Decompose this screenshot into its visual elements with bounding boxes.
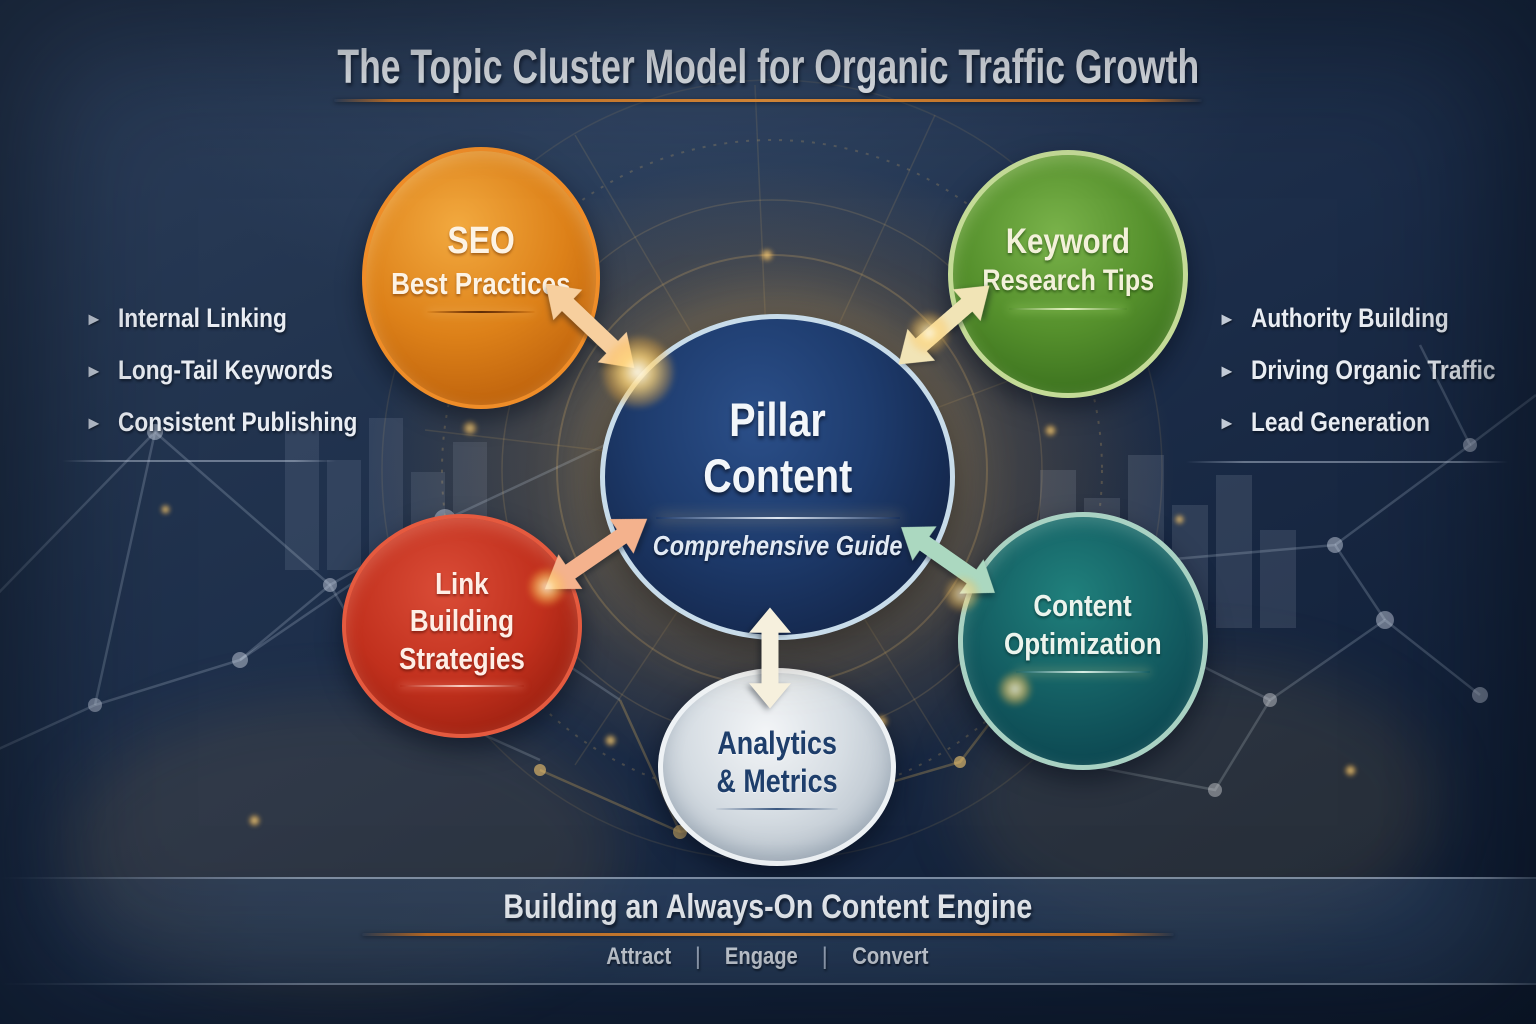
node-label: & Metrics bbox=[716, 763, 838, 799]
list-item: ► Authority Building bbox=[1218, 303, 1536, 334]
step-separator: | bbox=[694, 943, 701, 970]
bokeh-dot bbox=[760, 248, 774, 262]
node-label: Optimization bbox=[1004, 625, 1162, 661]
bokeh-dot bbox=[160, 504, 171, 515]
left-benefits-list: ► Internal Linking ► Long-Tail Keywords … bbox=[85, 303, 403, 438]
bokeh-dot bbox=[248, 814, 261, 827]
triangle-bullet-icon: ► bbox=[1218, 308, 1236, 329]
footer-heading-text: Building an Always-On Content Engine bbox=[503, 888, 1033, 926]
bar-chart-silhouette-left bbox=[285, 418, 487, 570]
node-label: Content bbox=[1033, 588, 1133, 624]
list-item: ► Lead Generation bbox=[1218, 407, 1536, 438]
link-building-strategies-node: Link Building Strategies bbox=[342, 514, 582, 738]
footer-steps: Attract | Engage | Convert bbox=[600, 943, 935, 971]
footer-orange-line bbox=[362, 933, 1174, 936]
double-arrow-link-pillar bbox=[544, 518, 648, 590]
node-underline bbox=[1009, 307, 1127, 310]
step-separator: | bbox=[821, 943, 828, 970]
left-divider-line bbox=[62, 460, 336, 462]
seo-best-practices-node: SEO Best Practices bbox=[362, 147, 600, 409]
title-underline bbox=[334, 99, 1202, 102]
list-item-label: Authority Building bbox=[1250, 303, 1449, 333]
triangle-bullet-icon: ► bbox=[85, 308, 103, 329]
page-title-text: The Topic Cluster Model for Organic Traf… bbox=[337, 41, 1199, 94]
triangle-bullet-icon: ► bbox=[85, 412, 103, 433]
node-label: Pillar bbox=[729, 392, 826, 446]
triangle-bullet-icon: ► bbox=[1218, 360, 1236, 381]
footer-step: Engage bbox=[724, 943, 798, 970]
band-edge-line bbox=[0, 877, 1536, 879]
list-item: ► Driving Organic Traffic bbox=[1218, 355, 1536, 386]
footer-step: Convert bbox=[852, 943, 929, 970]
node-label: Strategies bbox=[399, 640, 525, 676]
page-title: The Topic Cluster Model for Organic Traf… bbox=[0, 40, 1536, 95]
bokeh-dot bbox=[462, 420, 478, 436]
footer-band: Building an Always-On Content Engine Att… bbox=[0, 877, 1536, 985]
bokeh-dot bbox=[1344, 764, 1357, 777]
node-label: Keyword bbox=[1005, 221, 1131, 261]
node-label: SEO bbox=[447, 220, 515, 263]
node-underline bbox=[427, 310, 535, 313]
bokeh-dot bbox=[604, 734, 617, 747]
list-item-label: Long-Tail Keywords bbox=[117, 355, 333, 385]
list-item-label: Lead Generation bbox=[1250, 407, 1430, 437]
triangle-bullet-icon: ► bbox=[85, 360, 103, 381]
list-item: ► Consistent Publishing bbox=[85, 407, 403, 438]
band-edge-line bbox=[0, 983, 1536, 985]
keyword-research-tips-node: Keyword Research Tips bbox=[948, 150, 1188, 398]
triangle-bullet-icon: ► bbox=[1218, 412, 1236, 433]
node-label: Content bbox=[702, 449, 853, 502]
list-item-label: Internal Linking bbox=[117, 303, 287, 333]
node-label: Best Practices bbox=[391, 265, 571, 301]
bokeh-dot bbox=[1044, 424, 1057, 437]
node-label: Link bbox=[435, 566, 489, 602]
footer-heading: Building an Always-On Content Engine bbox=[453, 888, 1083, 927]
list-item: ► Internal Linking bbox=[85, 303, 403, 334]
list-item: ► Long-Tail Keywords bbox=[85, 355, 403, 386]
right-benefits-list: ► Authority Building ► Driving Organic T… bbox=[1218, 303, 1536, 438]
content-optimization-node: Content Optimization bbox=[958, 512, 1208, 770]
analytics-metrics-node: Analytics & Metrics bbox=[658, 668, 896, 866]
node-underline bbox=[716, 808, 838, 811]
node-underline bbox=[400, 684, 524, 687]
list-item-label: Driving Organic Traffic bbox=[1250, 355, 1496, 385]
node-underline bbox=[1016, 670, 1150, 673]
footer-step: Attract bbox=[606, 943, 672, 970]
bokeh-dot bbox=[1174, 514, 1185, 525]
list-item-label: Consistent Publishing bbox=[117, 407, 358, 437]
right-divider-line bbox=[1186, 461, 1508, 463]
node-subtitle: Comprehensive Guide bbox=[652, 530, 903, 562]
node-label: Building bbox=[409, 603, 515, 639]
node-label: Analytics bbox=[717, 724, 837, 761]
node-label: Research Tips bbox=[982, 263, 1154, 297]
node-underline bbox=[655, 517, 900, 520]
double-arrow-analytics-pillar bbox=[749, 607, 791, 709]
